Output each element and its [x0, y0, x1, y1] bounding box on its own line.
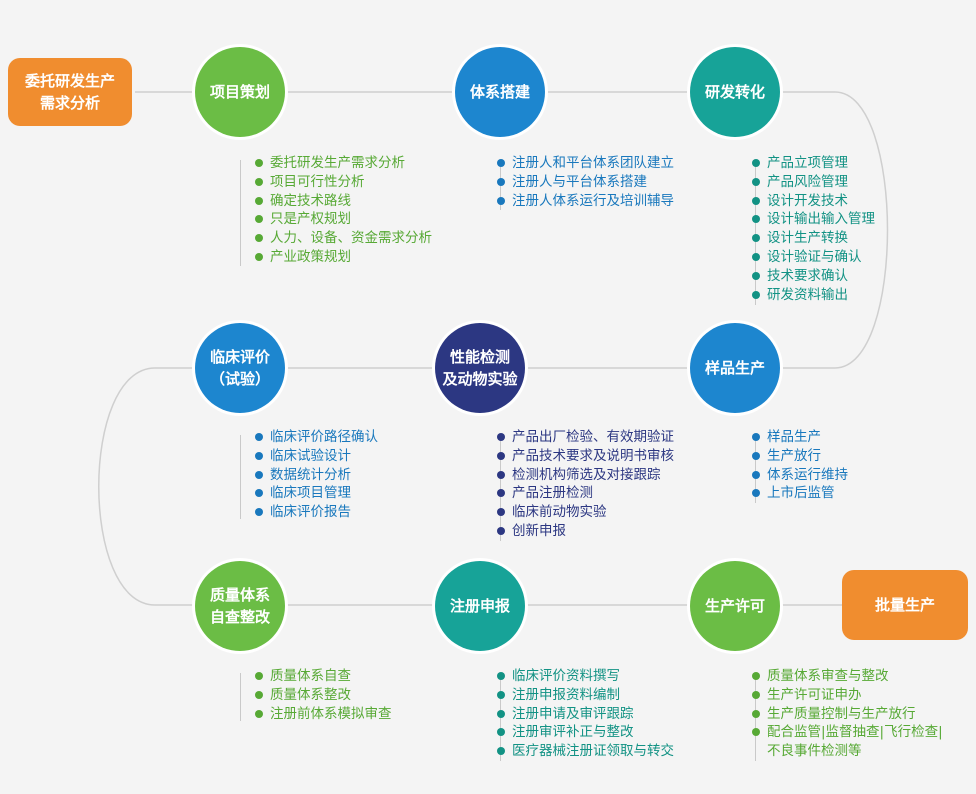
list-item: 确定技术路线: [255, 192, 432, 211]
connector-line: [755, 435, 756, 503]
list-item: 生产质量控制与生产放行: [752, 705, 943, 724]
list-item: 生产放行: [752, 447, 848, 466]
list-item: 设计开发技术: [752, 192, 875, 211]
stage-circle-system-building: 体系搭建: [455, 47, 545, 137]
list-item: 委托研发生产需求分析: [255, 154, 432, 173]
list-item: 产品立项管理: [752, 154, 875, 173]
stage-list-production-license: 质量体系审查与整改 生产许可证申办 生产质量控制与生产放行 配合监管|监督抽查|…: [752, 667, 943, 761]
stage-circle-sample-production: 样品生产: [690, 323, 780, 413]
list-item: 体系运行维持: [752, 466, 848, 485]
list-item: 注册人与平台体系搭建: [497, 173, 674, 192]
list-item: 不良事件检测等: [767, 743, 862, 760]
list-item: 医疗器械注册证领取与转交: [497, 742, 674, 761]
list-item: 人力、设备、资金需求分析: [255, 229, 432, 248]
stage-circle-clinical-evaluation: 临床评价 （试验）: [195, 323, 285, 413]
list-item: 设计验证与确认: [752, 248, 875, 267]
connector-line: [240, 160, 241, 266]
list-item: 产品技术要求及说明书审核: [497, 447, 674, 466]
list-item: 创新申报: [497, 522, 674, 541]
stage-list-system-building: 注册人和平台体系团队建立 注册人与平台体系搭建 注册人体系运行及培训辅导: [497, 154, 674, 210]
connector-line: [500, 435, 501, 541]
stage-circle-rd-transfer: 研发转化: [690, 47, 780, 137]
list-item: 注册申请及审评跟踪: [497, 705, 674, 724]
list-item: 注册前体系模拟审查: [255, 705, 392, 724]
list-item: 质量体系审查与整改: [752, 667, 943, 686]
list-item: 技术要求确认: [752, 267, 875, 286]
list-item: 临床前动物实验: [497, 503, 674, 522]
list-item: 产业政策规划: [255, 248, 432, 267]
connector-line: [755, 160, 756, 305]
list-item: 临床评价路径确认: [255, 428, 378, 447]
stage-list-quality-self-check: 质量体系自查 质量体系整改 注册前体系模拟审查: [255, 667, 392, 723]
connector-line: [240, 673, 241, 721]
list-item: 数据统计分析: [255, 466, 378, 485]
list-item: 产品注册检测: [497, 484, 674, 503]
list-item: 质量体系自查: [255, 667, 392, 686]
list-item: 临床项目管理: [255, 484, 378, 503]
start-node: 委托研发生产 需求分析: [8, 58, 132, 126]
list-item: 上市后监管: [752, 484, 848, 503]
list-item: 配合监管|监督抽查|飞行检查|: [752, 723, 943, 742]
list-item: 临床评价报告: [255, 503, 378, 522]
list-item: 样品生产: [752, 428, 848, 447]
list-item: 检测机构筛选及对接跟踪: [497, 466, 674, 485]
list-item: 注册人体系运行及培训辅导: [497, 192, 674, 211]
list-item: 只是产权规划: [255, 210, 432, 229]
stage-circle-production-license: 生产许可: [690, 561, 780, 651]
list-item: 生产许可证申办: [752, 686, 943, 705]
stage-list-registration: 临床评价资料撰写 注册申报资料编制 注册申请及审评跟踪 注册审评补正与整改 医疗…: [497, 667, 674, 761]
list-item: 设计输出输入管理: [752, 210, 875, 229]
list-item: 产品风险管理: [752, 173, 875, 192]
list-item: 注册人和平台体系团队建立: [497, 154, 674, 173]
list-item: 临床评价资料撰写: [497, 667, 674, 686]
stage-list-rd-transfer: 产品立项管理 产品风险管理 设计开发技术 设计输出输入管理 设计生产转换 设计验…: [752, 154, 875, 304]
stage-list-project-planning: 委托研发生产需求分析 项目可行性分析 确定技术路线 只是产权规划 人力、设备、资…: [255, 154, 432, 267]
stage-circle-registration: 注册申报: [435, 561, 525, 651]
list-item: 临床试验设计: [255, 447, 378, 466]
list-item: 注册申报资料编制: [497, 686, 674, 705]
stage-circle-quality-self-check: 质量体系 自查整改: [195, 561, 285, 651]
stage-list-clinical-evaluation: 临床评价路径确认 临床试验设计 数据统计分析 临床项目管理 临床评价报告: [255, 428, 378, 522]
connector-line: [240, 435, 241, 519]
stage-circle-performance-testing: 性能检测 及动物实验: [435, 323, 525, 413]
stage-list-sample-production: 样品生产 生产放行 体系运行维持 上市后监管: [752, 428, 848, 503]
end-node: 批量生产: [842, 570, 968, 640]
stage-list-performance-testing: 产品出厂检验、有效期验证 产品技术要求及说明书审核 检测机构筛选及对接跟踪 产品…: [497, 428, 674, 541]
list-item: 质量体系整改: [255, 686, 392, 705]
list-item: 产品出厂检验、有效期验证: [497, 428, 674, 447]
stage-circle-project-planning: 项目策划: [195, 47, 285, 137]
list-item: 注册审评补正与整改: [497, 723, 674, 742]
list-item: 设计生产转换: [752, 229, 875, 248]
list-item: 项目可行性分析: [255, 173, 432, 192]
list-item: 研发资料输出: [752, 286, 875, 305]
